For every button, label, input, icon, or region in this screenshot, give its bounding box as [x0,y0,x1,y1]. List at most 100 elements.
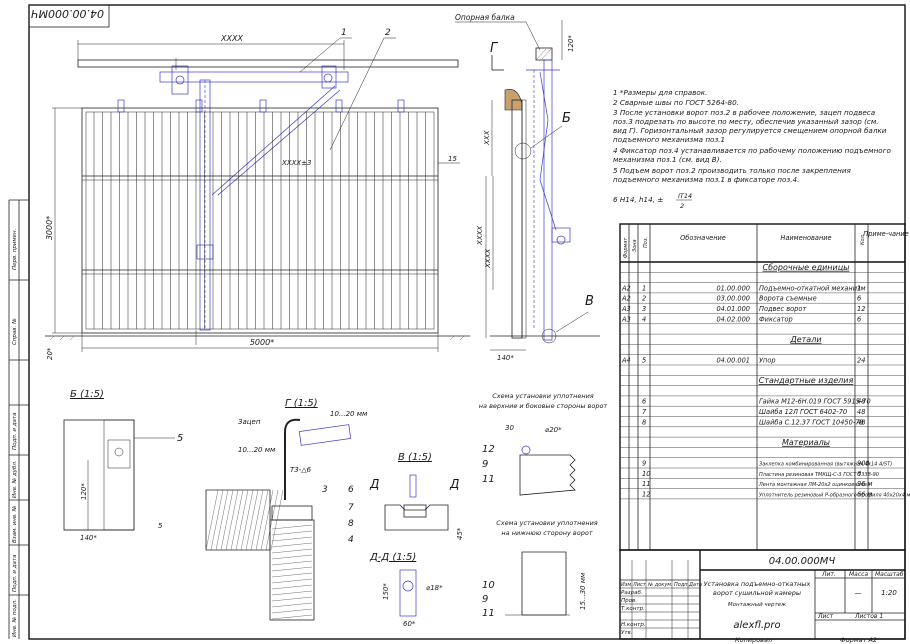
detail-dd: Д-Д (1:5) 150* ⌀18* 60* [369,552,443,628]
spec-cell-name: Пластина резиновая ТМКЩ-С-3 ГОСТ 7338-90 [759,472,879,478]
detail-g-gap1: 10...20 мм [330,410,368,418]
hatch-line [215,489,229,551]
hatch-line [271,590,313,596]
top-code-box: 04.00.000МЧ [28,4,110,28]
main-dim-width: 5000* [250,338,274,347]
spec-cell-qty: 1 [857,284,861,292]
detail-v-section-r: Д [449,477,459,491]
seal-upper-c11: 11 [482,474,495,485]
tb-mass: — [855,589,862,597]
tb-date: Дата [688,582,702,588]
spec-h-note: Приме-чание [863,230,908,238]
stamp-podl: Инв. № подл. [12,599,18,637]
side-dim-top: 120* [567,35,575,52]
side-view-g: Г [490,41,499,56]
note-line-2: 2 Сварные швы по ГОСТ 5264-80. [613,98,739,107]
hatch-line [210,489,224,551]
tb-role-5: Утв. [621,630,633,636]
tb-sheet: Лист [817,613,834,620]
spec-cell-designation: 04.00.001 [716,357,750,365]
hatch-line [225,489,239,551]
hatch-line [271,560,313,566]
main-dim-top: XXXX [220,34,243,43]
spec-cell-name: Уплотнитель резиновый Р-образного профил… [759,492,910,498]
top-code: 04.00.000МЧ [31,7,104,20]
seal-upper-title1: Схема установки уплотнения [492,392,594,400]
detail-dd-dim-h: 150* [382,583,390,600]
stamp-podp2: Подп. и дата [12,554,18,592]
note-line-4: поз.3 подрезать по высоте по месту, обес… [613,117,879,126]
detail-g-hook-label: Зацеп [238,418,261,426]
seal-lower-title1: Схема установки уплотнения [496,519,598,527]
detail-v-dim: 45* [456,527,464,540]
spec-cell-pos: 10 [642,470,650,478]
hatch-line [220,489,234,551]
main-dim-height: 3000* [45,216,54,240]
spec-cell-designation: 01.00.000 [716,284,750,292]
tb-company: alexfl.pro [733,620,780,631]
detail-b-callout: 5 [177,433,183,444]
detail-g-gap2: 10...20 мм [238,446,276,454]
detail-g-callout-8: 8 [348,519,354,529]
spec-section-title: Стандартные изделия [759,376,854,385]
detail-g-title: Г (1:5) [285,398,318,409]
hatch-line [271,578,313,584]
detail-v-section-l: Д [369,477,379,491]
spec-cell-name: Лента монтажная ЛМ-20х2 оцинкованная [758,482,870,488]
hatch-line [205,489,219,551]
main-front-view: XXXX 3000* 5000* 20* XXXX±3 15 1 2 [45,28,470,360]
spec-h-name: Наименование [780,234,831,242]
spec-cell-name: Гайка М12-6Н.019 ГОСТ 5915-70 [759,398,871,406]
stamp-vzam: Взам. инв. № [12,505,18,543]
spec-cell-format: A2 [621,284,631,292]
detail-g-callout-7: 7 [348,503,354,513]
tb-title2: ворот сушильной камеры [713,589,801,597]
tb-list: Лист [632,582,647,588]
stamp-sprav: Справ. № [12,318,18,345]
side-view: Опорная балка 120* Г Б В XXX XXXX [455,13,600,362]
note-line-1: 1 *Размеры для справок. [613,88,707,97]
spec-cell-pos: 2 [642,295,646,303]
left-stamp-column: Перв. примен. Справ. № Подп. и дата Инв.… [8,199,29,639]
side-dim-xxx: XXX [483,130,491,146]
seal-upper: Схема установки уплотнения на верхние и … [479,392,607,496]
seal-upper-c12: 12 [482,444,495,455]
tb-role-4: Н.контр. [621,622,646,628]
hatch-line [255,489,269,551]
spec-cell-qty: 24 [857,357,865,365]
spec-h-qty: Кол. [860,234,866,245]
hatch-line [271,584,313,590]
spec-cell-pos: 9 [642,460,646,468]
hatch-line [271,536,313,542]
spec-cell-qty: 6 [857,470,861,478]
spec-cell-designation: 04.02.000 [716,315,750,323]
spec-cell-qty: 900 [857,460,870,468]
note-line-11: 6 H14, h14, ± [613,195,663,204]
hatch-line [230,489,244,551]
spec-cell-name: Фиксатор [759,315,793,323]
stamp-podp1: Подп. и дата [12,412,18,450]
spec-cell-pos: 4 [642,315,646,323]
detail-b-weld: 5 [158,522,163,530]
tb-sheets: Листов 1 [854,613,883,620]
spec-cell-name: Подъемно-откатной механизм [759,284,866,292]
seal-lower-c9: 9 [482,594,488,605]
spec-cell-qty: 12 [857,305,865,313]
note-line-9: 5 Подъем ворот поз.2 производить только … [613,166,852,175]
detail-b: Б (1:5) 5 120* 140* 5 [63,389,183,542]
detail-g-callout-6: 6 [348,485,354,495]
spec-cell-qty: 48 [857,418,865,426]
stamp-perv: Перв. примен. [12,228,18,270]
spec-cell-pos: 12 [642,490,650,498]
hatch-line [235,489,249,551]
spec-cell-name: Упор [759,357,776,365]
hatch-line [260,489,274,551]
hatch-line [271,608,313,614]
tb-podp: Подп. [674,582,689,588]
hatch-line [271,566,313,572]
spec-cell-name: Шайба С.12.37 ГОСТ 10450-78 [759,418,864,426]
seal-upper-dim2: ⌀20* [545,426,562,434]
side-beam-label: Опорная балка [455,13,515,22]
detail-dd-hole: ⌀18* [426,584,443,592]
